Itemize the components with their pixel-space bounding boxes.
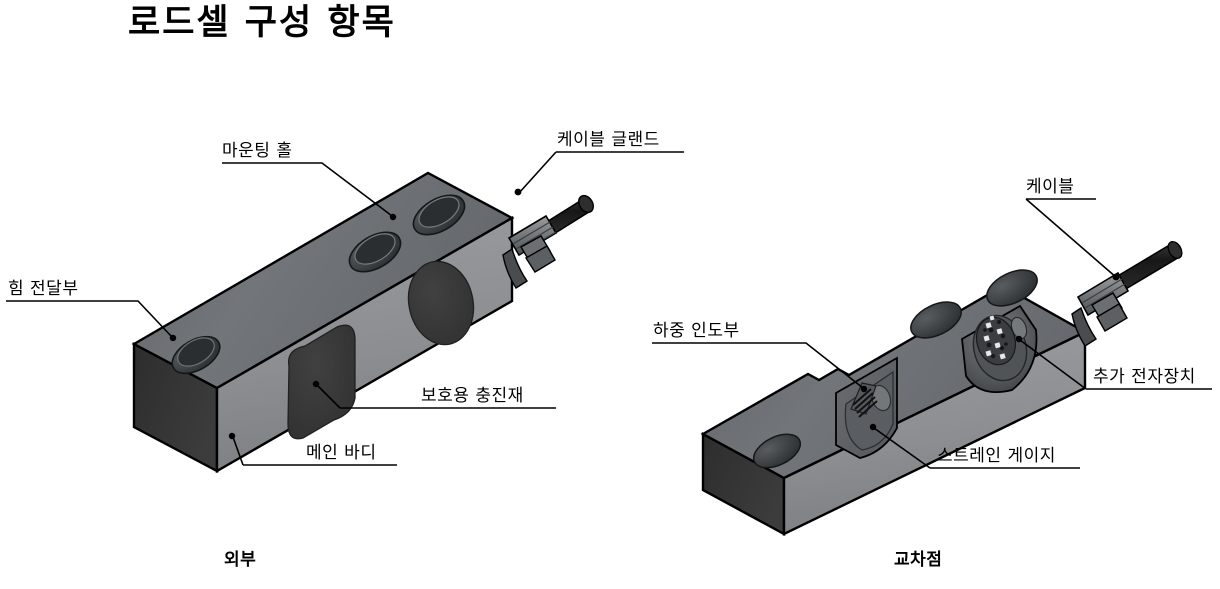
cable-gland-assembly xyxy=(1071,240,1183,347)
figure-exterior xyxy=(6,151,684,474)
callout-leaders-cross-section xyxy=(652,198,1212,469)
callout-label-cable-gland: 케이블 글랜드 xyxy=(557,130,660,150)
callout-label-additional-electronics: 추가 전자장치 xyxy=(1093,367,1196,387)
figure-caption-cross-section: 교차점 xyxy=(894,550,943,570)
gland-threads xyxy=(1076,271,1130,332)
figure-cross-section xyxy=(652,198,1212,537)
page-title: 로드셀 구성 항목 xyxy=(128,3,396,43)
callout-label-cable: 케이블 xyxy=(1026,177,1075,197)
electronics-board xyxy=(975,315,1017,366)
strain-gauge-grid xyxy=(850,382,878,418)
callout-leaders-exterior xyxy=(6,151,684,466)
figure-caption-exterior: 외부 xyxy=(224,550,257,570)
mounting-holes xyxy=(752,269,1038,469)
callout-label-mounting-hole: 마운팅 홀 xyxy=(222,141,293,161)
callout-label-force-transfer: 힘 전달부 xyxy=(8,279,79,299)
cable-gland-assembly xyxy=(502,194,594,289)
gland-threads xyxy=(507,214,558,273)
mounting-holes xyxy=(171,194,466,375)
callout-label-main-body: 메인 바디 xyxy=(306,443,377,463)
callout-label-protective-filler: 보호용 충진재 xyxy=(421,386,524,406)
electronics-cavity xyxy=(961,304,1038,394)
callout-label-load-introduction: 하중 인도부 xyxy=(653,321,740,341)
callout-dots-exterior xyxy=(169,188,522,440)
protective-filler-recesses xyxy=(287,260,475,440)
callout-label-strain-gauge: 스트레인 게이지 xyxy=(937,446,1056,466)
callout-dots-cross-section xyxy=(860,273,1120,431)
